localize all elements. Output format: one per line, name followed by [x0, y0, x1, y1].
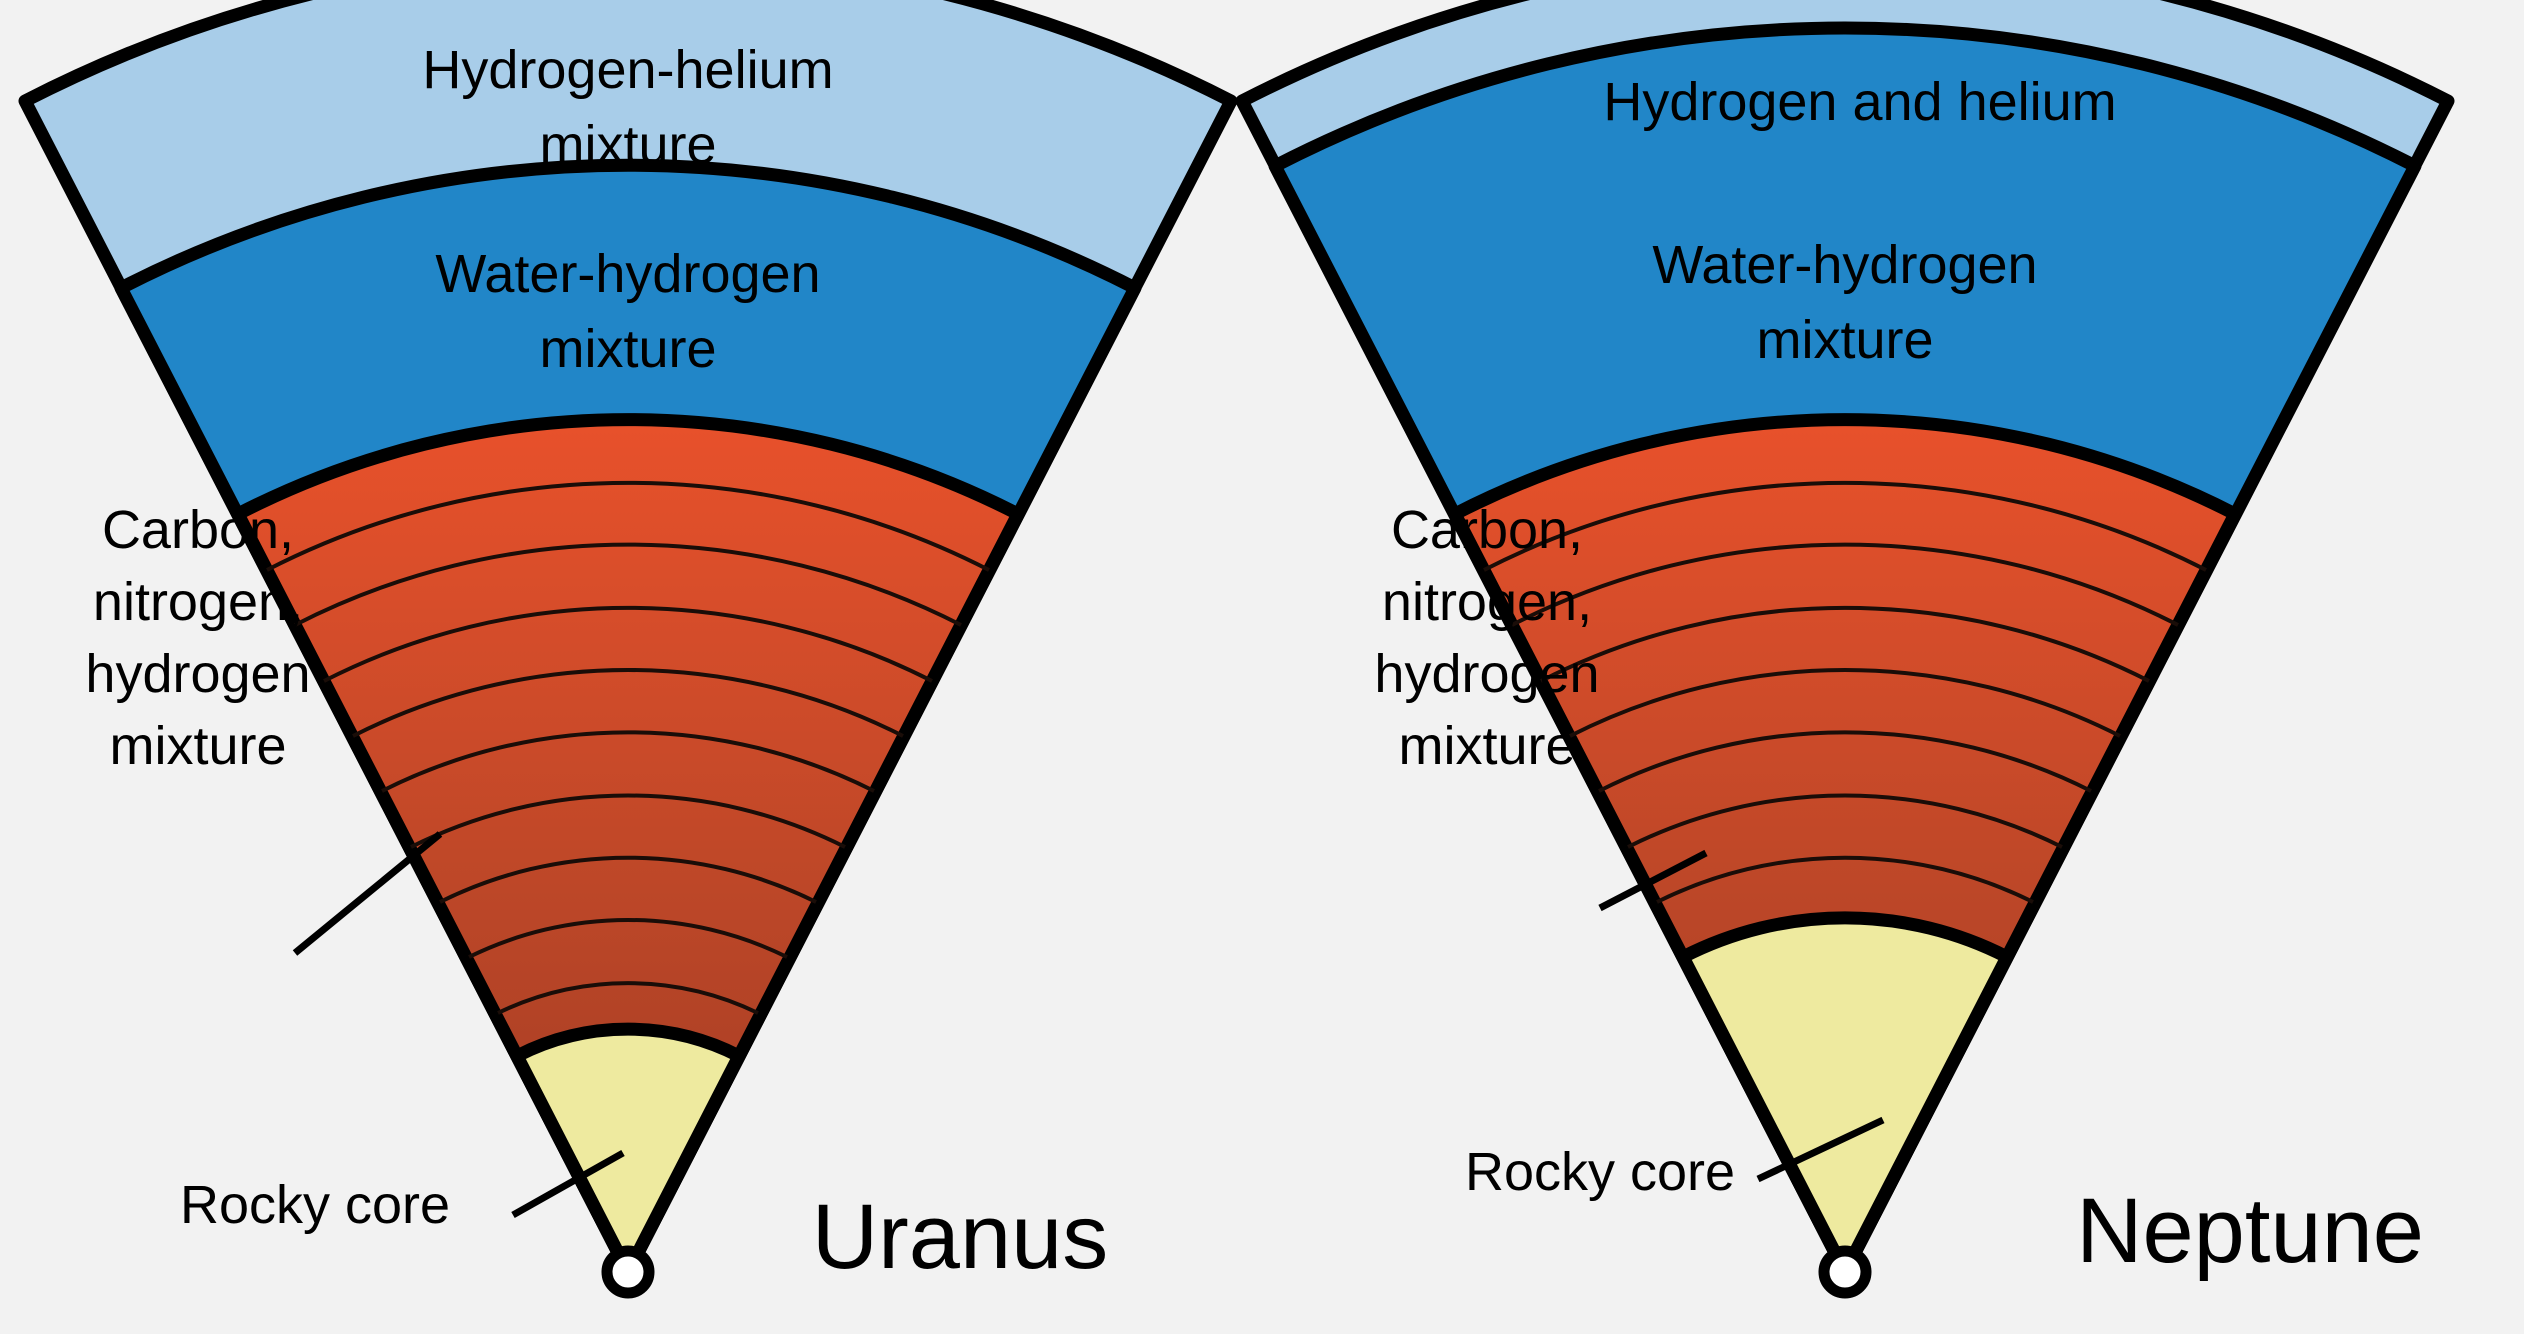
neptune-core-leader-line — [1756, 1116, 1885, 1183]
neptune-mantle-label-line1: Carbon, — [1391, 500, 1583, 560]
uranus-mantle-bands — [266, 480, 990, 1126]
neptune-rocky-core-label: Rocky core — [1465, 1142, 1735, 1202]
uranus-mantle-label-line1: Carbon, — [102, 500, 294, 560]
uranus-water-hydrogen-label-line2: mixture — [539, 319, 716, 379]
uranus-mantle-label-line4: mixture — [109, 716, 286, 776]
uranus-layer-mantle — [231, 413, 1025, 1279]
uranus-water-hydrogen-label-line1: Water-hydrogen — [435, 244, 820, 304]
uranus-hydrogen-helium-label-line1: Hydrogen-helium — [422, 40, 833, 100]
uranus-hydrogen-helium-label-line2: mixture — [539, 115, 716, 175]
uranus-mantle-label-line3: hydrogen — [85, 644, 310, 704]
neptune-mantle-label-line3: hydrogen — [1374, 644, 1599, 704]
uranus-mantle-label-line2: nitrogen, — [93, 572, 303, 632]
neptune-hydrogen-helium-label-line1: Hydrogen and helium — [1603, 72, 2116, 132]
uranus-core-leader-line — [511, 1149, 625, 1219]
uranus-title: Uranus — [812, 1186, 1109, 1288]
neptune-mantle-label-line4: mixture — [1398, 716, 1575, 776]
neptune-mantle-leader-line — [1598, 849, 1708, 912]
uranus-apex-dot — [601, 1245, 655, 1299]
neptune-layer-rocky-core — [1676, 911, 2014, 1279]
neptune-mantle-label-line2: nitrogen, — [1382, 572, 1592, 632]
neptune-wedge-group: Hydrogen and helium Water-hydrogen mixtu… — [1235, 0, 2455, 1299]
neptune-apex-dot — [1818, 1245, 1872, 1299]
uranus-rocky-core-label: Rocky core — [180, 1175, 450, 1235]
uranus-mantle-leader-line — [292, 831, 443, 956]
uranus-layer-rocky-core — [510, 1022, 746, 1279]
neptune-title: Neptune — [2076, 1180, 2424, 1282]
neptune-layer-mantle — [1448, 413, 2242, 1279]
uranus-wedge-group: Hydrogen-helium mixture Water-hydrogen m… — [18, 0, 1238, 1299]
neptune-water-hydrogen-label-line2: mixture — [1756, 310, 1933, 370]
neptune-water-hydrogen-label-line1: Water-hydrogen — [1652, 235, 2037, 295]
